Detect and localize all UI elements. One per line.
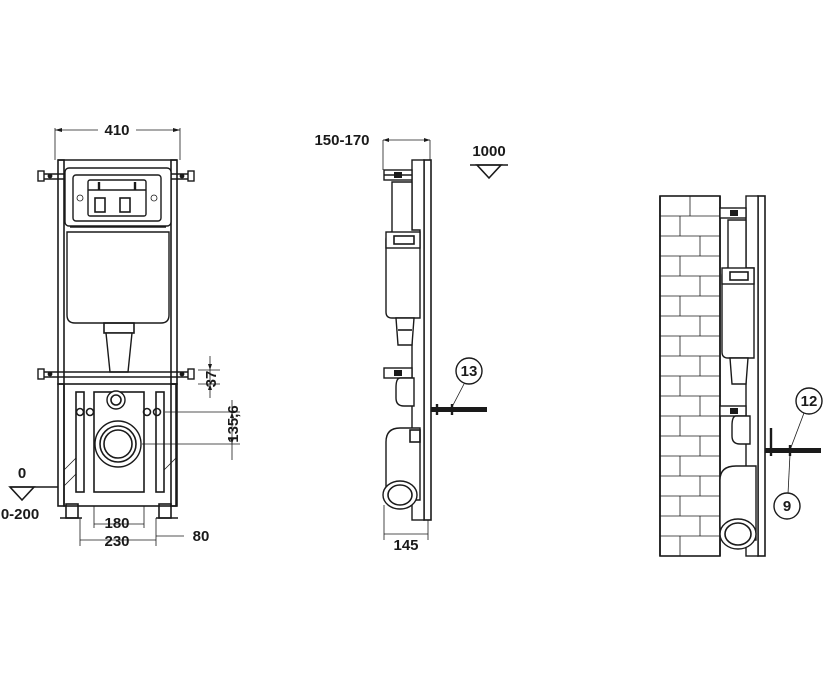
flush-panel (64, 167, 172, 227)
leg-80-label: 80 (193, 528, 210, 545)
side-view: 150-170 1000 13 (314, 132, 508, 554)
level-1000-label: 1000 (472, 143, 505, 160)
callout-13: 13 (461, 363, 478, 380)
mid-bracket (37, 368, 195, 380)
width-dimension-label: 410 (104, 122, 129, 139)
callout-12: 12 (801, 393, 818, 410)
wall-view: 12 9 (659, 195, 823, 557)
spacing-180-label: 180 (104, 515, 129, 532)
base-depth-label: 145 (393, 537, 418, 554)
height-135-6-label: 135,6 (225, 405, 242, 443)
height-37-label: 37 (203, 371, 220, 388)
depth-range-label: 150-170 (314, 132, 369, 149)
brick-wall (659, 195, 721, 557)
cistern-tank (66, 226, 170, 373)
callout-9: 9 (783, 498, 791, 515)
floor-level-label: 0 (18, 465, 26, 482)
floor-range-label: 0-200 (1, 506, 39, 523)
floor-level-marker: 0 0-200 (1, 465, 58, 523)
drain-outlet (94, 420, 142, 468)
spacing-230-label: 230 (104, 533, 129, 550)
front-view: 410 (1, 122, 242, 550)
